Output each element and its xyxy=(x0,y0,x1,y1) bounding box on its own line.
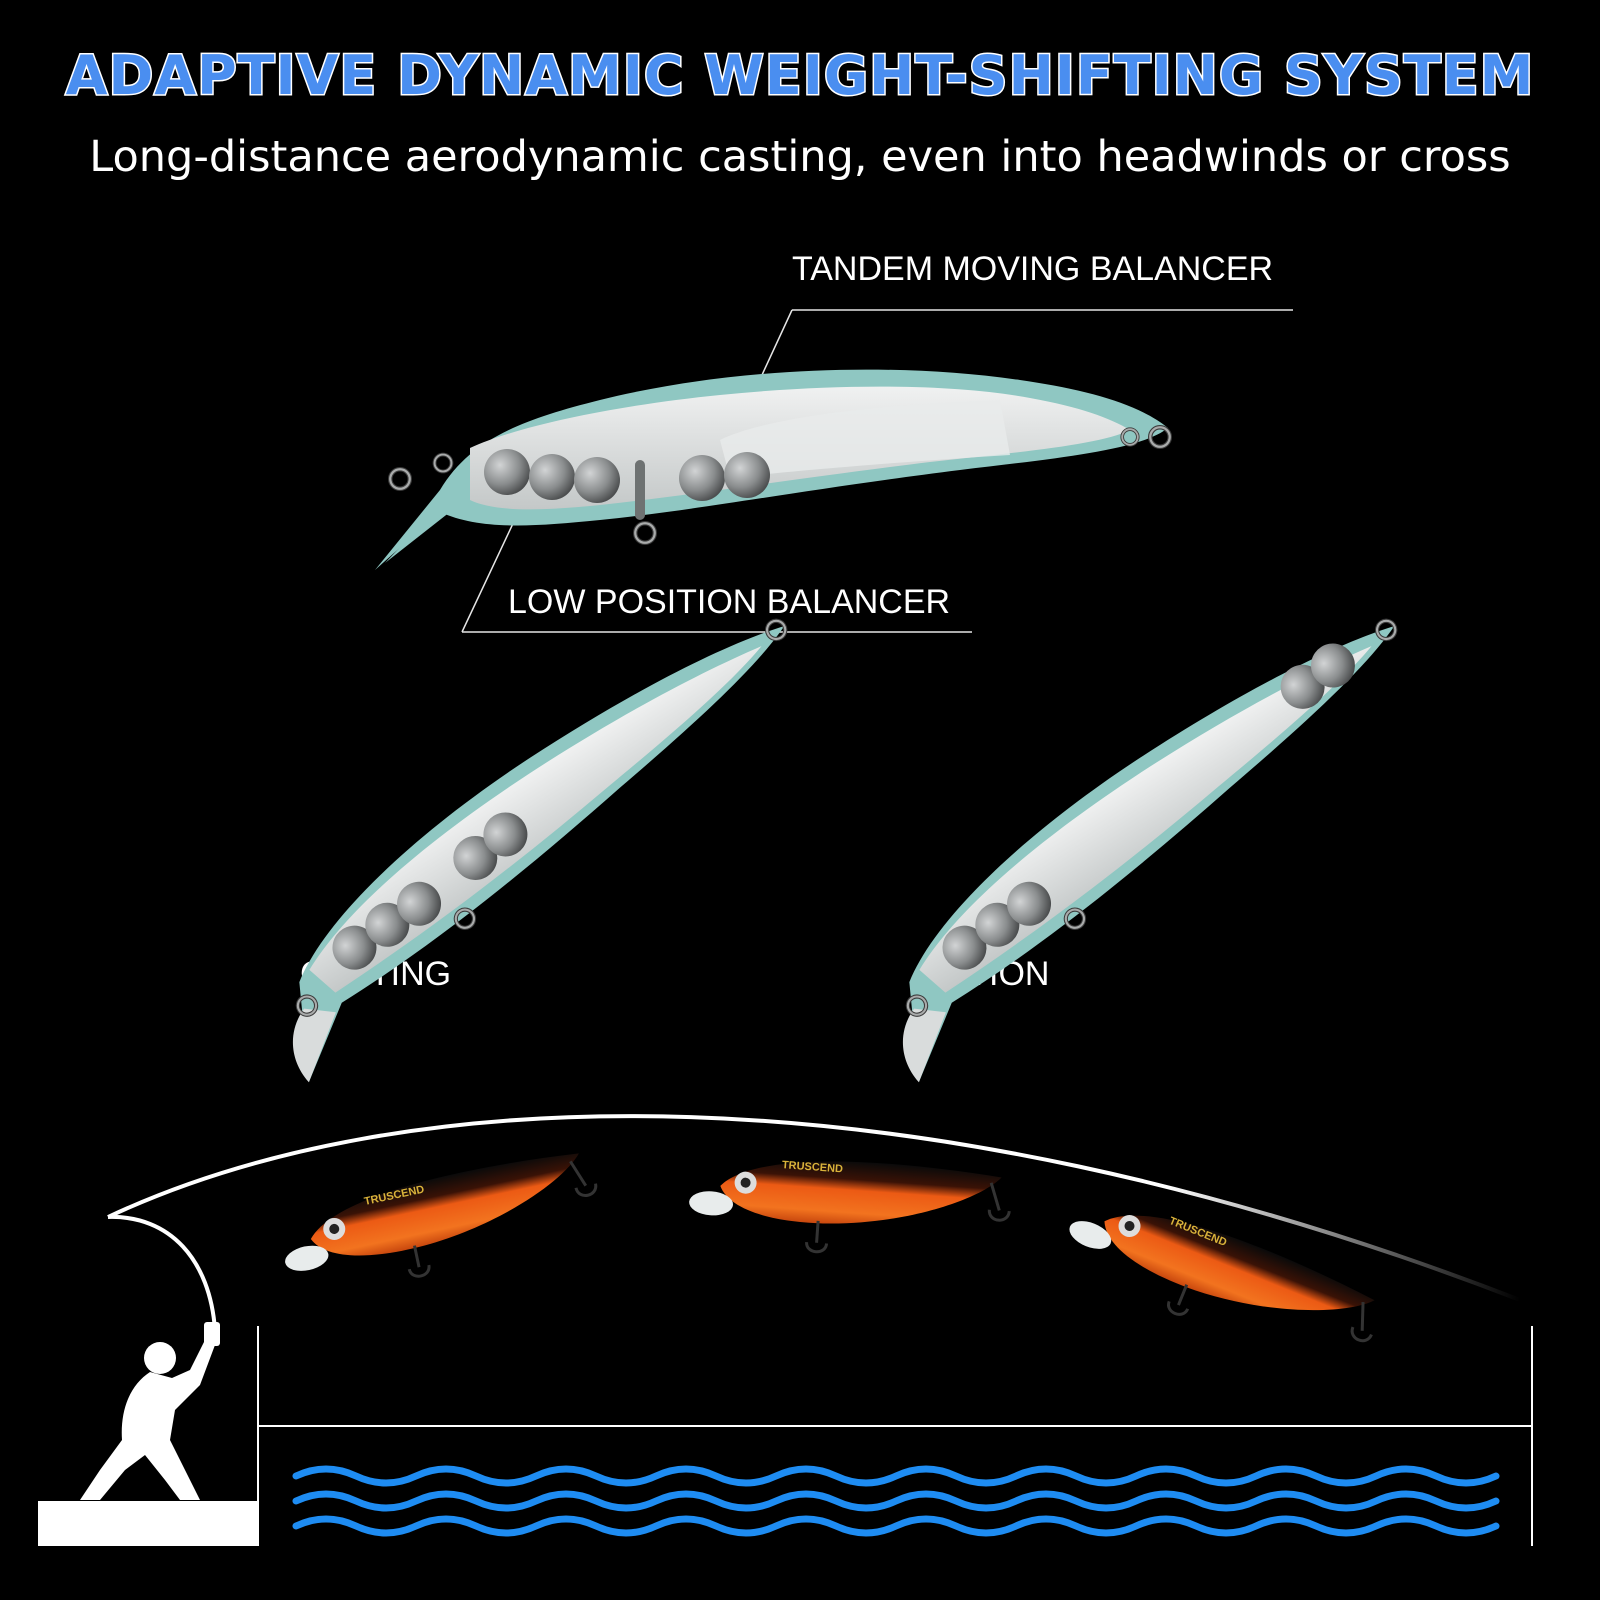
cast-trajectory-arc xyxy=(107,1114,1521,1302)
weight-ball xyxy=(1007,881,1052,926)
lure-photo-2: TRUSCEND xyxy=(689,1159,1011,1254)
water-waves xyxy=(292,1465,1500,1537)
lure-cutaway-action xyxy=(834,606,1466,1083)
weight-ball xyxy=(724,452,770,498)
weight-ball xyxy=(975,902,1020,947)
angler-silhouette xyxy=(38,1322,257,1546)
lure-brand-text: TRUSCEND xyxy=(781,1159,843,1175)
weight-ball xyxy=(484,449,530,495)
weight-ball xyxy=(942,925,987,970)
weight-ball xyxy=(397,881,442,926)
weight-ball xyxy=(483,812,528,857)
weight-ball xyxy=(679,455,725,501)
tandem-balancer-label: TANDEM MOVING BALANCER xyxy=(792,250,1274,288)
low-position-balancer-label: LOW POSITION BALANCER xyxy=(508,583,951,621)
weight-ball xyxy=(332,925,377,970)
fishing-rod xyxy=(107,1214,217,1331)
weight-ball xyxy=(453,835,498,880)
weight-ball xyxy=(574,457,620,503)
shore-platform xyxy=(38,1501,257,1546)
weight-ball xyxy=(1310,643,1355,688)
page-subtitle: Long-distance aerodynamic casting, even … xyxy=(89,132,1511,182)
lure-photo-3: TRUSCEND xyxy=(1069,1215,1375,1343)
lure-cutaway-casting xyxy=(224,606,856,1083)
lure-cutaway-main xyxy=(375,369,1170,570)
weight-ball xyxy=(529,454,575,500)
weight-ball xyxy=(365,902,410,947)
page-title: ADAPTIVE DYNAMIC WEIGHT-SHIFTING SYSTEM xyxy=(64,43,1535,109)
lure-photo-1: TRUSCEND xyxy=(285,1153,598,1278)
distance-frame xyxy=(257,1326,1533,1546)
